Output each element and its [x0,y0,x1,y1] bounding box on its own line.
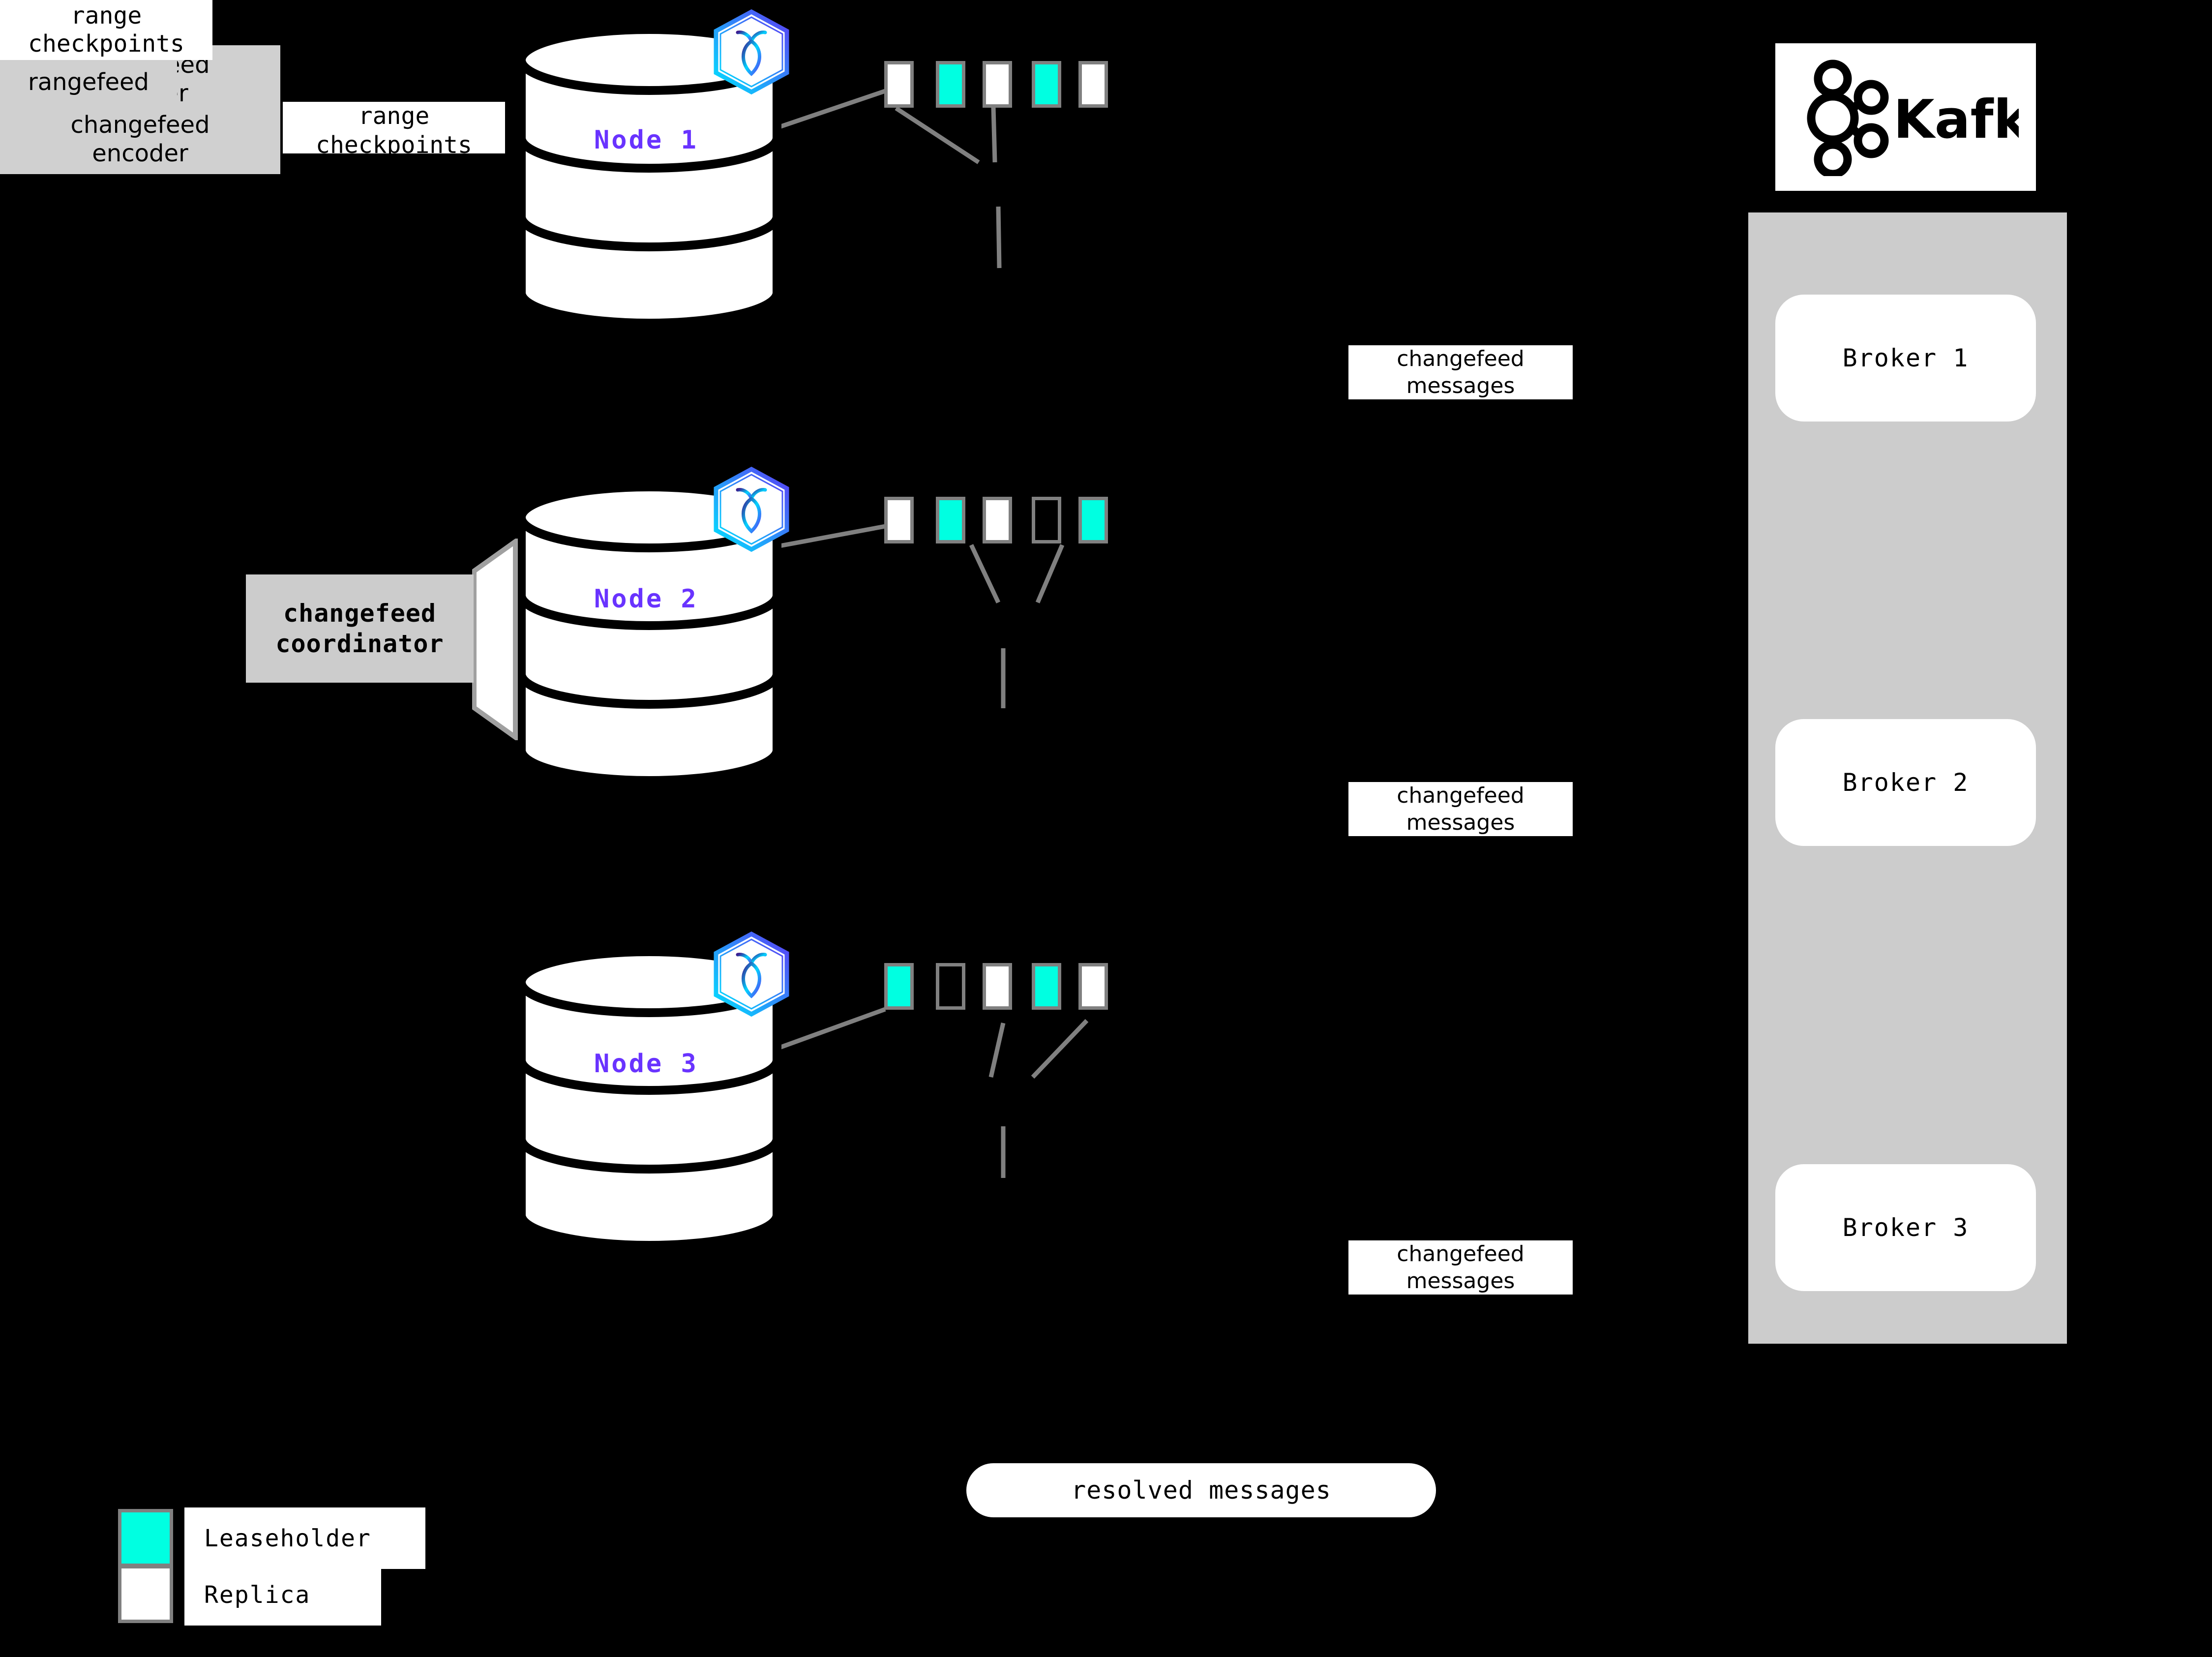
node-3-rangefeed-box[interactable]: rangefeed [0,60,177,105]
cockroachdb-hexagon-icon [712,931,791,1019]
node-1-checkpoint-bg [283,102,505,153]
coordinator-line-1: changefeed [283,599,437,628]
node-3-messages-label: changefeed messages [1348,1240,1573,1314]
node-1-messages-bg [1348,345,1573,399]
range-block[interactable] [1078,963,1108,1010]
node-2-label: Node 2 [594,584,698,614]
replica-swatch [118,1565,173,1623]
messages-line-1: changefeed [1397,783,1524,808]
cockroachdb-hexagon-icon [712,9,791,97]
range-block[interactable] [884,963,914,1010]
node-1-checkpoint-label: range checkpoints [283,102,505,176]
checkpoint-line-2: checkpoints [316,131,472,159]
kafka-logo-icon: Kafka [1807,60,2019,176]
cockroachdb-hexagon-icon [712,466,791,554]
node-3-cylinder [516,947,782,1252]
encoder-line-1: changefeed [70,111,210,139]
node-3-checkpoint-label: range checkpoints [0,0,212,60]
coordinator-line-2: coordinator [275,630,444,658]
messages-line-2: messages [1406,810,1515,835]
node-3-label: Node 3 [594,1049,698,1079]
changefeed-coordinator-pointer [472,539,518,740]
changefeed-coordinator-box[interactable]: changefeed coordinator [246,574,474,683]
range-block[interactable] [1078,61,1108,108]
range-block-empty[interactable] [936,963,965,1010]
range-block-empty[interactable] [1032,497,1061,543]
node-1-label: Node 1 [594,125,698,155]
range-block[interactable] [936,497,965,543]
range-block[interactable] [1032,963,1061,1010]
node-3-group: Node 3 range checkpoints [0,0,1573,1295]
broker-box-3[interactable]: Broker 3 [1775,1164,2036,1291]
range-block[interactable] [983,61,1012,108]
range-block[interactable] [1078,497,1108,543]
node-2-cylinder [516,482,782,787]
range-block[interactable] [1032,61,1061,108]
resolved-messages-pill[interactable]: resolved messages [966,1463,1436,1517]
broker-box-2[interactable]: Broker 2 [1775,719,2036,846]
node-2-messages-label: changefeed messages [1348,782,1573,856]
node-1-cylinder [516,25,782,330]
messages-line-2: messages [1406,1268,1515,1294]
node-3-messages-bg [1348,1240,1573,1295]
kafka-logo-box: Kafka [1775,43,2036,191]
checkpoint-line-1: range [70,2,142,30]
node-3-encoder-box[interactable]: changefeed encoder [0,105,280,174]
messages-line-2: messages [1406,373,1515,398]
messages-line-1: changefeed [1397,1241,1524,1266]
kafka-broker-panel: Broker 1 Broker 2 Broker 3 [1748,212,2067,1344]
legend-label-leaseholder: Leaseholder [184,1507,425,1569]
messages-line-1: changefeed [1397,346,1524,371]
broker-box-1[interactable]: Broker 1 [1775,295,2036,422]
range-block[interactable] [936,61,965,108]
node-2-messages-bg [1348,782,1573,836]
checkpoint-line-1: range [358,102,430,130]
range-block[interactable] [884,61,914,108]
range-block[interactable] [983,497,1012,543]
checkpoint-line-2: checkpoints [28,30,184,58]
range-block[interactable] [884,497,914,543]
range-block[interactable] [983,963,1012,1010]
node-1-messages-label: changefeed messages [1348,345,1573,419]
svg-text:Kafka: Kafka [1893,89,2019,151]
legend-label-replica: Replica [184,1564,381,1626]
encoder-line-2: encoder [92,140,188,167]
leaseholder-swatch [118,1509,173,1567]
